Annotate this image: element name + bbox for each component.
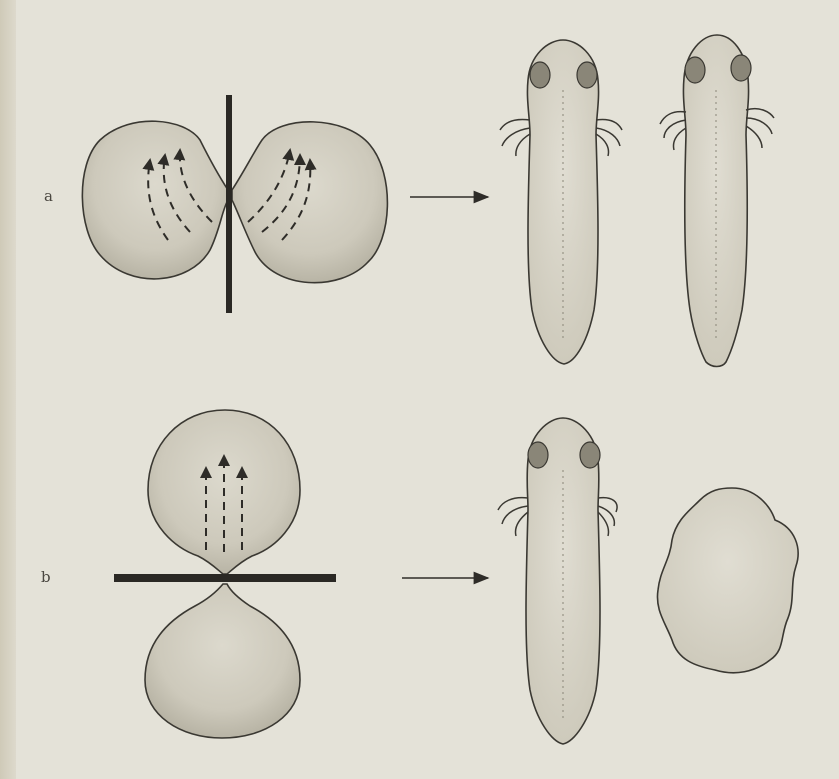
ligature-bar-vertical — [226, 95, 232, 313]
larva-b1 — [498, 418, 617, 744]
egg-a — [82, 95, 387, 313]
egg-a-left-lobe — [82, 121, 228, 279]
egg-b — [114, 410, 336, 738]
egg-a-right-lobe — [232, 122, 387, 283]
undifferentiated-mass — [657, 488, 798, 673]
ligature-bar-horizontal — [114, 574, 336, 582]
egg-b-lower-half — [145, 584, 300, 738]
larva-a2 — [660, 35, 774, 367]
larva-a1 — [500, 40, 622, 364]
